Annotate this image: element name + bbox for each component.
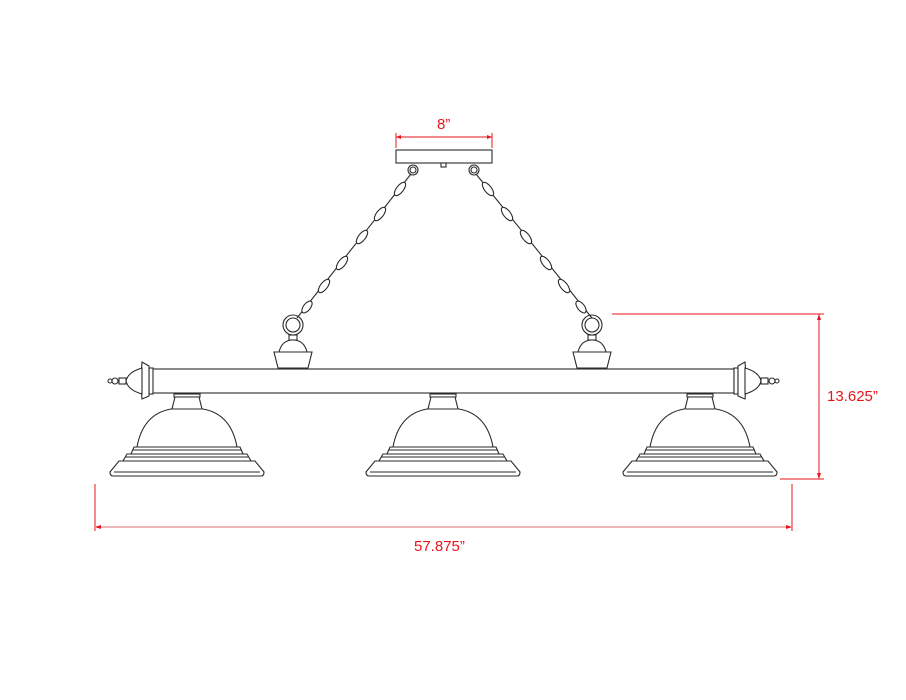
- height-dimension: [612, 313, 824, 480]
- right-chain: [468, 164, 593, 319]
- canopy: [395, 149, 493, 168]
- horizontal-bar: [151, 368, 735, 394]
- center-shade: [365, 393, 521, 477]
- left-loop-mount: [273, 314, 313, 369]
- height-label: 13.625”: [827, 388, 878, 405]
- right-shade: [622, 393, 778, 477]
- right-loop-mount: [572, 314, 612, 369]
- right-finial: [733, 361, 780, 400]
- left-shade: [109, 393, 265, 477]
- canopy-width-dimension: [395, 133, 493, 148]
- left-chain: [296, 164, 419, 319]
- left-finial: [107, 361, 154, 400]
- width-dimension: [94, 484, 793, 531]
- width-label: 57.875”: [414, 538, 465, 555]
- canopy-width-label: 8”: [437, 116, 451, 133]
